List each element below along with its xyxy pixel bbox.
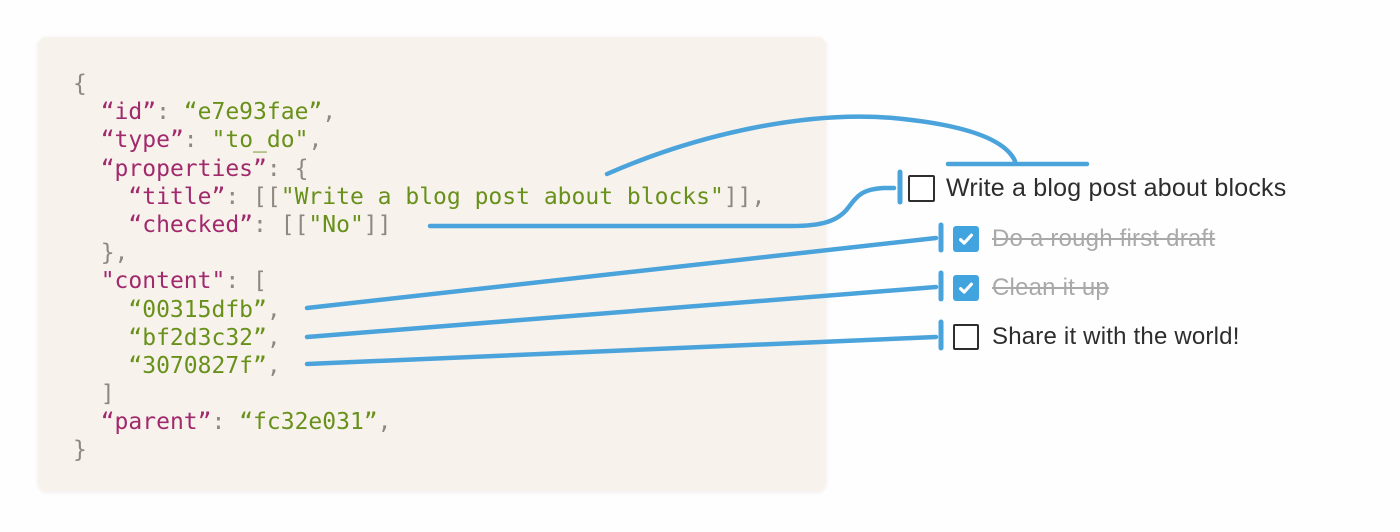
code-token-str: “e7e93fae” (183, 99, 323, 126)
code-token-punc: , (266, 352, 281, 379)
checkbox-unchecked[interactable] (953, 324, 979, 350)
code-line: }, (73, 239, 765, 267)
code-token-str: “bf2d3c32” (128, 324, 267, 351)
code-line: } (73, 436, 765, 464)
code-line: “id”: “e7e93fae”, (73, 98, 765, 126)
code-block: { “id”: “e7e93fae”, “type”: "to_do", “pr… (73, 70, 765, 465)
code-line: “type”: "to_do", (73, 126, 765, 154)
code-token-key: "content" (100, 268, 226, 295)
code-token-punc (73, 127, 101, 153)
code-token-punc (73, 184, 128, 210)
code-token-key: “checked” (128, 211, 254, 238)
code-token-str: "No" (308, 211, 364, 238)
code-token-punc (73, 325, 128, 351)
code-token-punc: , (266, 296, 281, 323)
code-line: “3070827f”, (73, 352, 765, 380)
code-token-punc: ]] (363, 211, 392, 238)
code-line: "content": [ (73, 267, 765, 295)
todo-label: Write a blog post about blocks (946, 173, 1287, 202)
checkmark-icon (959, 282, 973, 294)
code-token-punc: ]], (723, 183, 766, 210)
code-token-punc: { (73, 71, 87, 97)
code-line: “title”: [["Write a blog post about bloc… (73, 183, 765, 211)
code-line: “00315dfb”, (73, 296, 765, 324)
code-line: “properties”: { (73, 155, 765, 183)
code-token-punc (73, 268, 101, 294)
code-token-key: “title” (128, 183, 226, 210)
code-token-key: “properties” (100, 155, 267, 182)
todo-item: Do a rough first draft (953, 223, 1215, 255)
code-line: “bf2d3c32”, (73, 324, 765, 352)
checkmark-icon (959, 233, 973, 245)
todo-label: Clean it up (992, 274, 1109, 301)
todo-item: Clean it up (953, 272, 1109, 304)
todo-item: Share it with the world! (953, 321, 1240, 353)
todo-label: Do a rough first draft (992, 225, 1216, 252)
code-line: “checked”: [["No"]] (73, 211, 765, 239)
code-token-str: "Write a blog post about blocks" (280, 183, 724, 210)
code-token-punc: : (183, 127, 212, 154)
checkbox-checked[interactable] (953, 275, 979, 301)
code-line: “parent”: “fc32e031”, (73, 408, 765, 436)
code-token-punc: ] (73, 381, 115, 408)
code-token-punc (73, 409, 101, 435)
checkbox-unchecked[interactable] (908, 174, 935, 202)
code-token-punc: } (73, 437, 87, 464)
code-token-punc: : [[ (225, 183, 281, 210)
code-token-key: “parent” (100, 409, 212, 436)
todo-label: Share it with the world! (992, 323, 1240, 350)
code-token-punc (73, 297, 128, 323)
code-token-punc: : { (266, 155, 309, 182)
code-token-punc (73, 212, 128, 238)
code-token-str: “00315dfb” (128, 296, 267, 323)
code-token-punc: , (266, 324, 281, 351)
code-token-punc (73, 156, 101, 182)
code-token-str: “3070827f” (128, 352, 267, 379)
code-token-punc: : (211, 409, 240, 436)
code-token-str: “fc32e031” (239, 409, 378, 436)
code-line: { (73, 70, 765, 98)
code-token-punc: , (308, 127, 323, 154)
code-token-punc: , (377, 409, 392, 436)
code-token-key: “type” (100, 127, 184, 154)
code-token-punc: : [[ (253, 211, 309, 238)
json-code-panel: { “id”: “e7e93fae”, “type”: "to_do", “pr… (38, 37, 826, 491)
code-token-key: “id” (100, 99, 157, 126)
todo-item: Write a blog post about blocks (908, 172, 1286, 204)
code-token-punc (73, 353, 128, 379)
checkbox-checked[interactable] (953, 226, 979, 252)
code-token-punc: , (322, 99, 337, 126)
code-token-punc: : (156, 99, 184, 126)
code-token-str: "to_do" (211, 127, 309, 154)
code-token-punc: }, (73, 240, 129, 267)
code-token-punc (73, 99, 101, 125)
code-line: ] (73, 380, 765, 408)
code-token-punc: : [ (225, 268, 267, 295)
